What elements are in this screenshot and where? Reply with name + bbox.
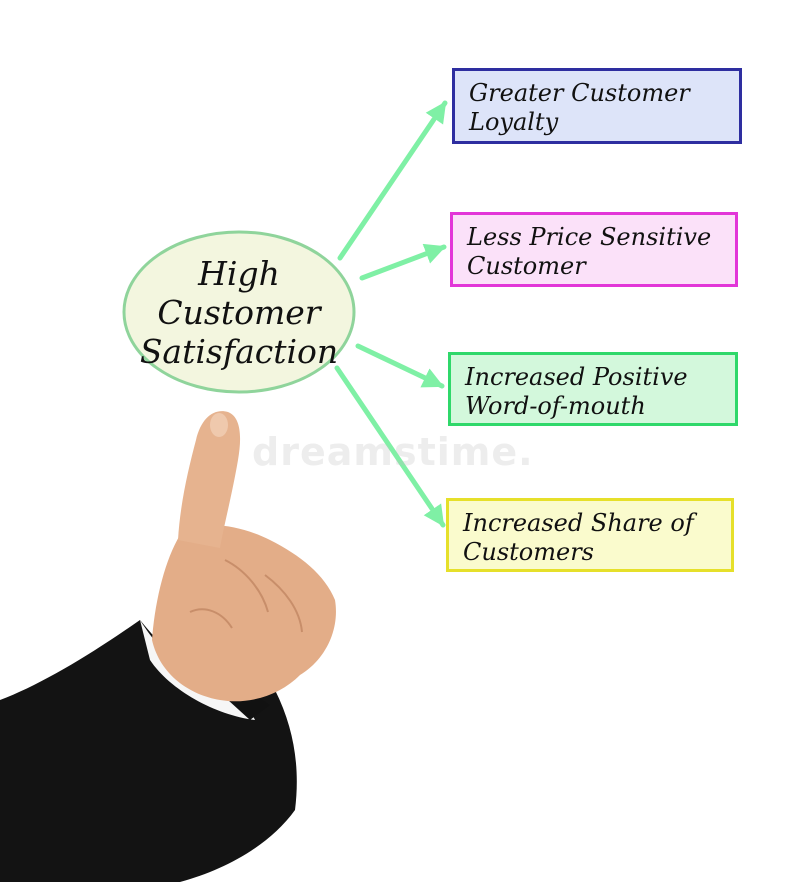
outcome-line: Word-of-mouth (465, 392, 646, 420)
arrow-to-word-of-mouth (355, 343, 445, 389)
pointing-hand-icon (0, 411, 336, 882)
center-line-2: Customer (157, 292, 321, 332)
center-line-1: High (198, 253, 280, 293)
center-line-3: Satisfaction (139, 331, 339, 371)
outcome-line: Loyalty (469, 108, 559, 136)
arrows (334, 100, 448, 528)
outcome-line: Customer (467, 252, 586, 280)
outcome-box-price-sensitivity: Less Price Sensitive Customer (450, 212, 738, 287)
outcome-line: Increased Share of (463, 509, 694, 537)
arrow-to-price (359, 243, 447, 281)
arrow-to-loyalty (337, 100, 448, 261)
outcome-line: Less Price Sensitive (467, 223, 712, 251)
outcome-line: Increased Positive (465, 363, 688, 391)
outcome-box-share: Increased Share of Customers (446, 498, 734, 572)
outcome-box-loyalty: Greater Customer Loyalty (452, 68, 742, 144)
outcome-line: Greater Customer (469, 79, 690, 107)
center-ellipse (122, 230, 356, 394)
outcome-box-word-of-mouth: Increased Positive Word-of-mouth (448, 352, 738, 426)
outcome-line: Customers (463, 538, 594, 566)
center-node: High Customer Satisfaction (124, 232, 354, 392)
arrow-to-share (334, 365, 446, 528)
